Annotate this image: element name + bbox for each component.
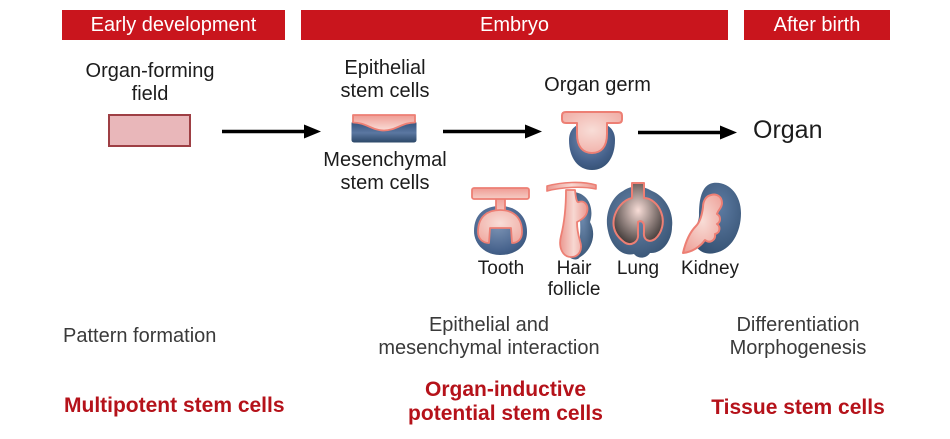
stage-description-early: Pattern formation: [63, 325, 217, 347]
organ-forming-field-label: Organ-forming field: [85, 60, 215, 105]
kidney-icon: [677, 180, 743, 260]
arrow-right-icon: [443, 123, 542, 140]
organ-example-label-hair-follicle: Hair follicle: [547, 258, 601, 300]
stage-description-after-birth: Differentiation Morphogenesis: [729, 314, 867, 359]
organ-germ-icon: [556, 100, 628, 174]
organ-example-label-lung: Lung: [616, 258, 660, 279]
epithelial-mesenchymal-icon: [350, 112, 418, 144]
stage-bar-embryo: Embryo: [301, 10, 728, 40]
stage-bar-early-development: Early development: [62, 10, 285, 40]
organ-germ-label: Organ germ: [544, 74, 651, 96]
hair-follicle-icon: [544, 176, 602, 264]
stem-cell-type-embryo: Organ-inductive potential stem cells: [408, 378, 603, 425]
organ-example-label-kidney: Kidney: [680, 258, 740, 279]
stage-description-embryo: Epithelial and mesenchymal interaction: [378, 314, 600, 359]
lung-icon: [601, 179, 677, 261]
mesenchymal-stem-cells-label: Mesenchymal stem cells: [323, 149, 447, 194]
stem-cell-type-early: Multipotent stem cells: [64, 394, 285, 417]
stage-bar-after-birth: After birth: [744, 10, 890, 40]
arrow-right-icon: [638, 124, 737, 141]
organ-label: Organ: [753, 116, 823, 144]
organ-forming-field-shape: [108, 114, 191, 147]
tooth-germ-icon: [469, 182, 533, 258]
organ-example-label-tooth: Tooth: [477, 258, 525, 279]
stem-cell-type-after-birth: Tissue stem cells: [711, 396, 885, 419]
epithelial-stem-cells-label: Epithelial stem cells: [340, 57, 430, 102]
arrow-right-icon: [222, 123, 321, 140]
